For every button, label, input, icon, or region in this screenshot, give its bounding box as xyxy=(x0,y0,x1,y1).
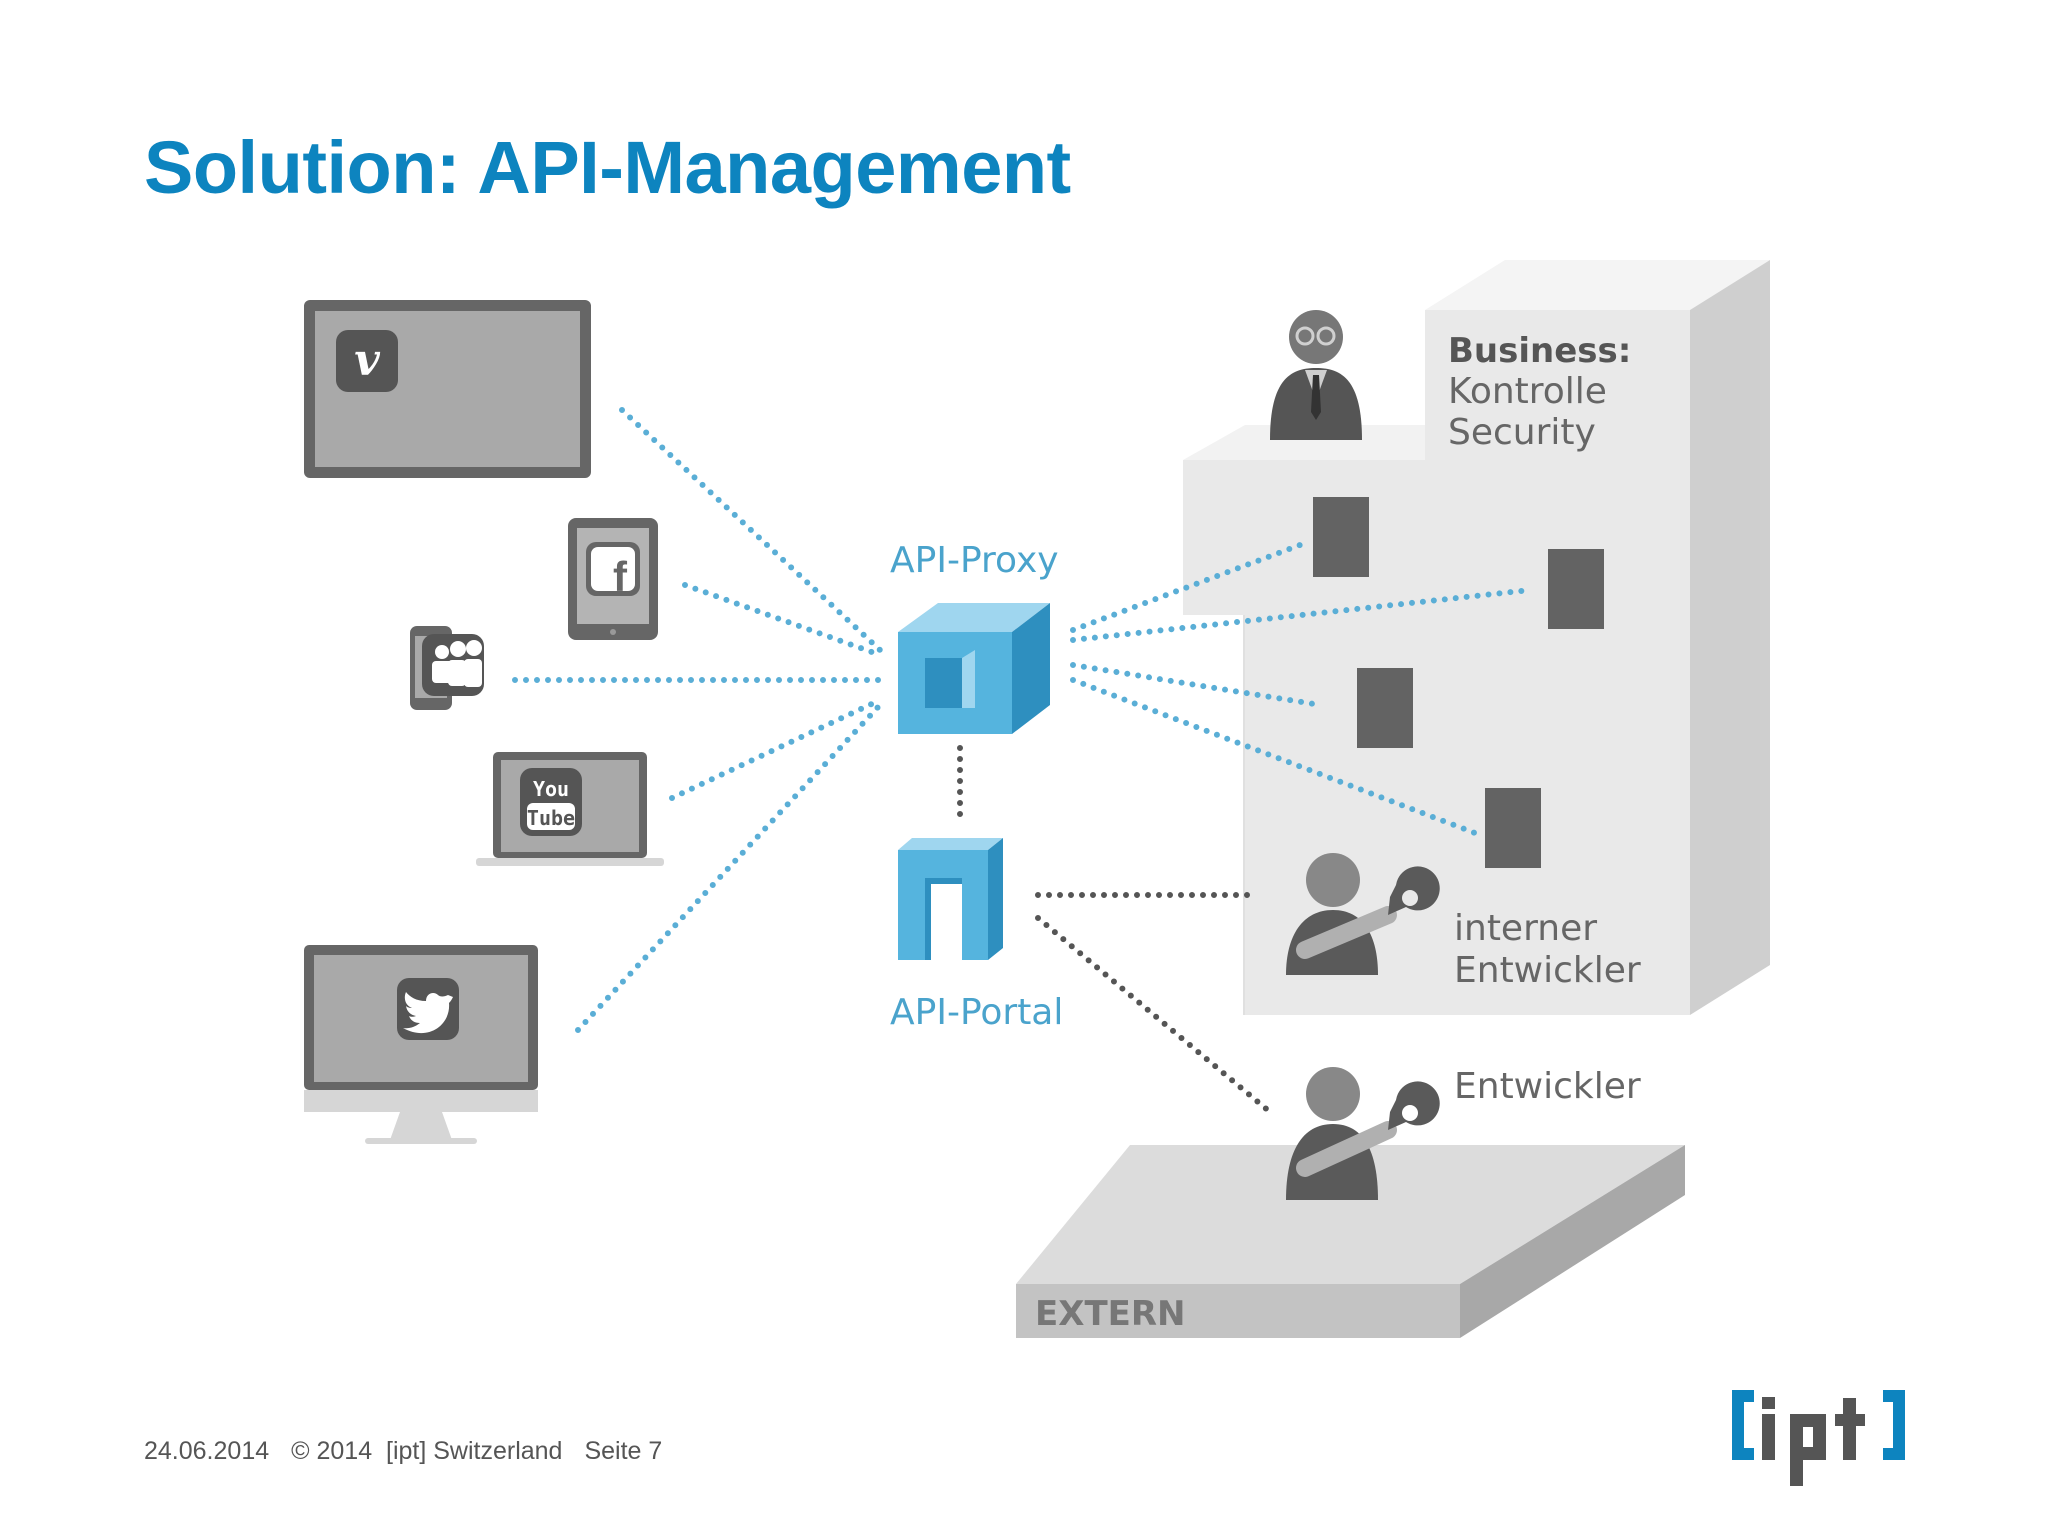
device-connectors xyxy=(512,407,883,1033)
server-connectors xyxy=(1070,542,1533,836)
business-person-icon xyxy=(1270,310,1362,440)
server-2 xyxy=(1548,549,1604,629)
api-portal-label: API-Portal xyxy=(890,992,1063,1033)
external-developer-label: Entwickler xyxy=(1454,1066,1641,1107)
phone-device xyxy=(410,626,484,710)
business-title-label: Business: xyxy=(1448,331,1631,371)
slide-title: Solution: API-Management xyxy=(144,126,1071,209)
footer-copyright: © 2014 [ipt] Switzerland xyxy=(291,1437,563,1465)
myspace-icon xyxy=(422,634,484,696)
business-security-label: Security xyxy=(1448,412,1596,453)
youtube-icon: You Tube xyxy=(520,768,582,836)
extern-label: EXTERN xyxy=(1035,1294,1186,1334)
facebook-icon: f xyxy=(586,542,640,600)
external-developer-icon xyxy=(1286,1067,1440,1200)
desktop-device xyxy=(304,945,538,1144)
svg-text:Tube: Tube xyxy=(527,806,575,830)
internal-developer-label-1: interner xyxy=(1454,908,1597,949)
tablet-device: f xyxy=(568,518,658,640)
footer-page-number: Seite 7 xyxy=(584,1437,663,1465)
svg-text:v: v xyxy=(354,335,380,386)
svg-text:You: You xyxy=(533,777,569,801)
extern-platform xyxy=(1016,1145,1685,1338)
vimeo-icon: v xyxy=(336,330,398,392)
server-1 xyxy=(1313,497,1369,577)
server-4 xyxy=(1485,788,1541,868)
portal-connectors xyxy=(957,745,1273,1115)
twitter-icon xyxy=(397,978,459,1040)
api-proxy-icon xyxy=(898,603,1050,734)
internal-developer-icon xyxy=(1286,853,1440,975)
server-3 xyxy=(1357,668,1413,748)
footer-date: 24.06.2014 xyxy=(144,1437,270,1465)
api-portal-icon xyxy=(898,838,1003,960)
footer: 24.06.2014 © 2014 [ipt] Switzerland Seite … xyxy=(144,1437,684,1466)
svg-text:f: f xyxy=(613,553,628,600)
tv-device: v xyxy=(304,300,591,478)
api-proxy-label: API-Proxy xyxy=(890,540,1059,581)
laptop-device: You Tube xyxy=(476,752,664,866)
internal-developer-label-2: Entwickler xyxy=(1454,950,1641,991)
ipt-logo xyxy=(1732,1390,1905,1486)
business-control-label: Kontrolle xyxy=(1448,371,1607,412)
company-building xyxy=(1183,260,1770,1015)
